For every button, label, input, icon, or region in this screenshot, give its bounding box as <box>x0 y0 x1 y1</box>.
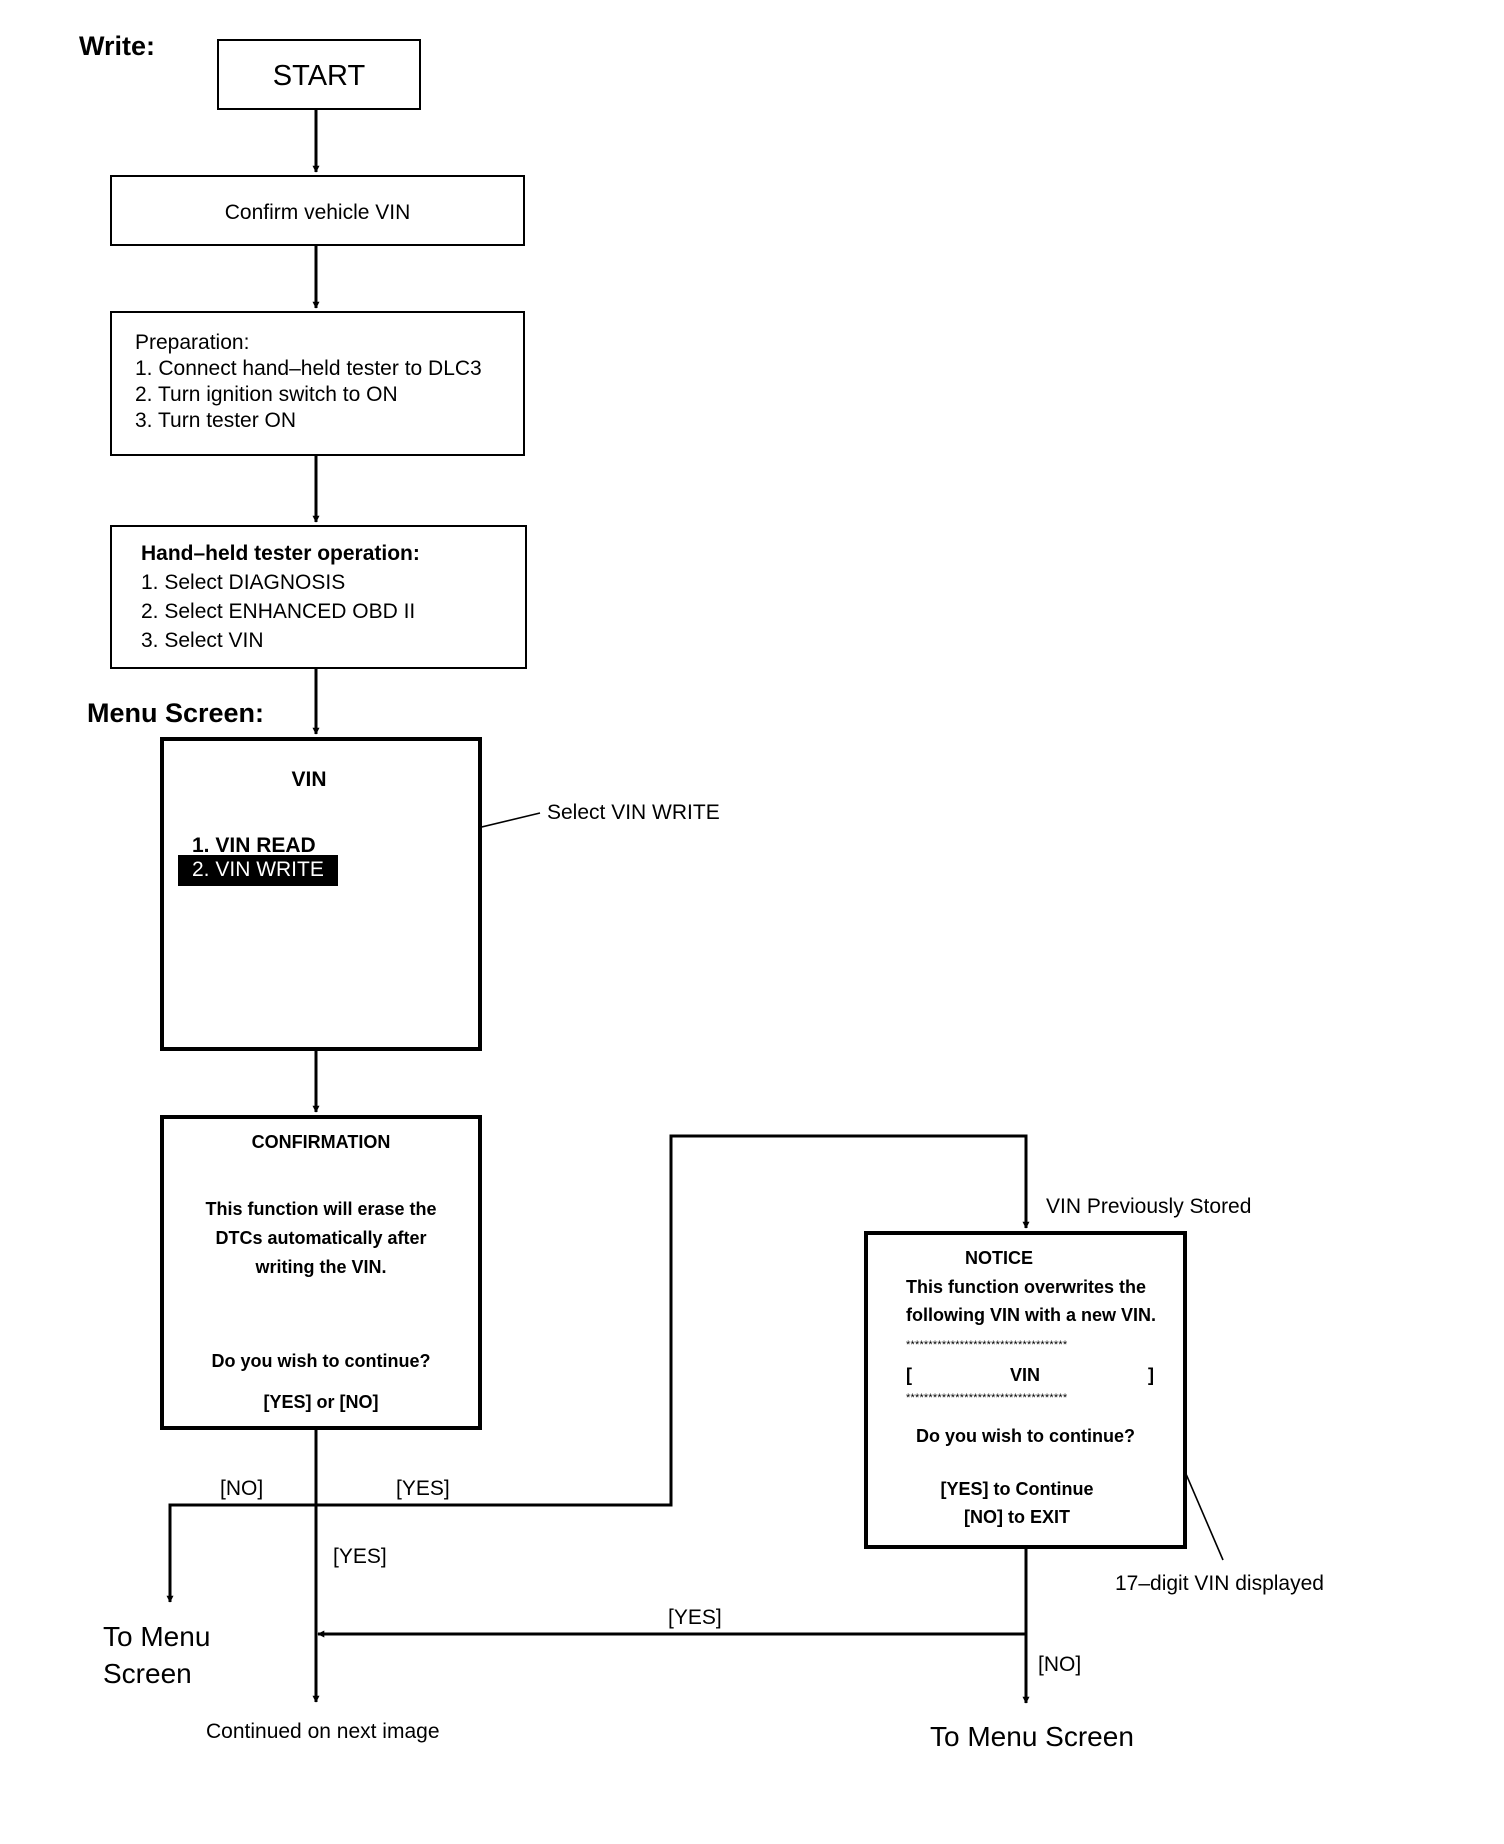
tester-operation-step: 1. Select DIAGNOSIS <box>141 571 346 594</box>
to-menu-screen-left-line: Screen <box>103 1658 192 1689</box>
tester-operation-step: 3. Select VIN <box>141 629 264 652</box>
menu-item-vin-read: 1. VIN READ <box>192 834 316 857</box>
confirmation-title: CONFIRMATION <box>251 1132 391 1152</box>
preparation-step: 3. Turn tester ON <box>135 409 297 432</box>
menu-screen-heading: Menu Screen: <box>87 698 265 728</box>
callout-select-vin-write: Select VIN WRITE <box>547 801 720 824</box>
to-menu-screen-left: To Menu Screen <box>103 1618 210 1692</box>
notice-screen-box: NOTICE This function overwrites the foll… <box>864 1231 1187 1549</box>
notice-no-line: [NO] to EXIT <box>964 1507 1070 1527</box>
write-heading: Write: <box>79 31 156 61</box>
notice-vin-label: VIN <box>1010 1365 1041 1385</box>
menu-item-vin-write: 2. VIN WRITE <box>178 855 338 886</box>
preparation-step: 2. Turn ignition switch to ON <box>135 383 398 406</box>
confirmation-message-line: This function will erase the <box>205 1199 437 1219</box>
menu-screen-box: VIN 1. VIN READ 2. VIN WRITE <box>160 737 482 1051</box>
tester-operation-title: Hand–held tester operation: <box>141 542 420 565</box>
confirm-vin-text: Confirm vehicle VIN <box>224 201 411 224</box>
notice-message-line: following VIN with a new VIN. <box>906 1305 1157 1325</box>
label-no-branch: [NO] <box>220 1477 264 1500</box>
confirmation-message: This function will erase the DTCs automa… <box>164 1195 478 1282</box>
label-no-notice-exit: [NO] <box>1038 1653 1082 1676</box>
label-vin-previously-stored: VIN Previously Stored <box>1046 1195 1252 1218</box>
notice-stars-bottom: ************************************ <box>906 1392 1068 1404</box>
tester-operation-step: 2. Select ENHANCED OBD II <box>141 600 416 623</box>
notice-message: This function overwrites the following V… <box>906 1273 1156 1329</box>
confirmation-message-line: DTCs automatically after <box>215 1228 427 1248</box>
notice-message-line: This function overwrites the <box>906 1277 1147 1297</box>
notice-yes-line: [YES] to Continue <box>940 1479 1094 1499</box>
label-17-digit-vin-displayed: 17–digit VIN displayed <box>1115 1572 1324 1595</box>
confirmation-question: Do you wish to continue? <box>211 1351 431 1371</box>
tester-operation-box: Hand–held tester operation: 1. Select DI… <box>110 525 527 669</box>
notice-stars-top: ************************************ <box>906 1339 1068 1351</box>
confirmation-screen-box: CONFIRMATION This function will erase th… <box>160 1115 482 1430</box>
confirmation-choices: [YES] or [NO] <box>263 1392 379 1412</box>
to-menu-screen-right: To Menu Screen <box>930 1721 1134 1752</box>
preparation-title: Preparation: <box>135 331 250 354</box>
continued-on-next-image: Continued on next image <box>206 1720 440 1743</box>
label-yes-notice-back: [YES] <box>668 1606 722 1629</box>
label-yes-branch-down: [YES] <box>333 1545 387 1568</box>
notice-bracket-open: [ <box>906 1365 912 1385</box>
start-terminal: START <box>217 39 421 110</box>
notice-bracket-close: ] <box>1148 1365 1154 1385</box>
label-yes-branch-right: [YES] <box>396 1477 450 1500</box>
confirm-vin-box: Confirm vehicle VIN <box>110 175 525 246</box>
to-menu-screen-left-line: To Menu <box>103 1621 211 1652</box>
arrow-no-to-menu-left <box>166 1503 316 1603</box>
preparation-text: Preparation: 1. Connect hand–held tester… <box>135 330 482 434</box>
arrow-yes-to-notice <box>316 1134 1030 1507</box>
confirmation-message-line: writing the VIN. <box>255 1257 387 1277</box>
notice-question: Do you wish to continue? <box>916 1426 1135 1446</box>
notice-title: NOTICE <box>964 1248 1033 1268</box>
preparation-box: Preparation: 1. Connect hand–held tester… <box>110 311 525 456</box>
start-label: START <box>272 60 366 92</box>
tester-operation-text: Hand–held tester operation: 1. Select DI… <box>141 539 420 655</box>
preparation-step: 1. Connect hand–held tester to DLC3 <box>135 357 482 380</box>
menu-title: VIN <box>291 768 327 791</box>
